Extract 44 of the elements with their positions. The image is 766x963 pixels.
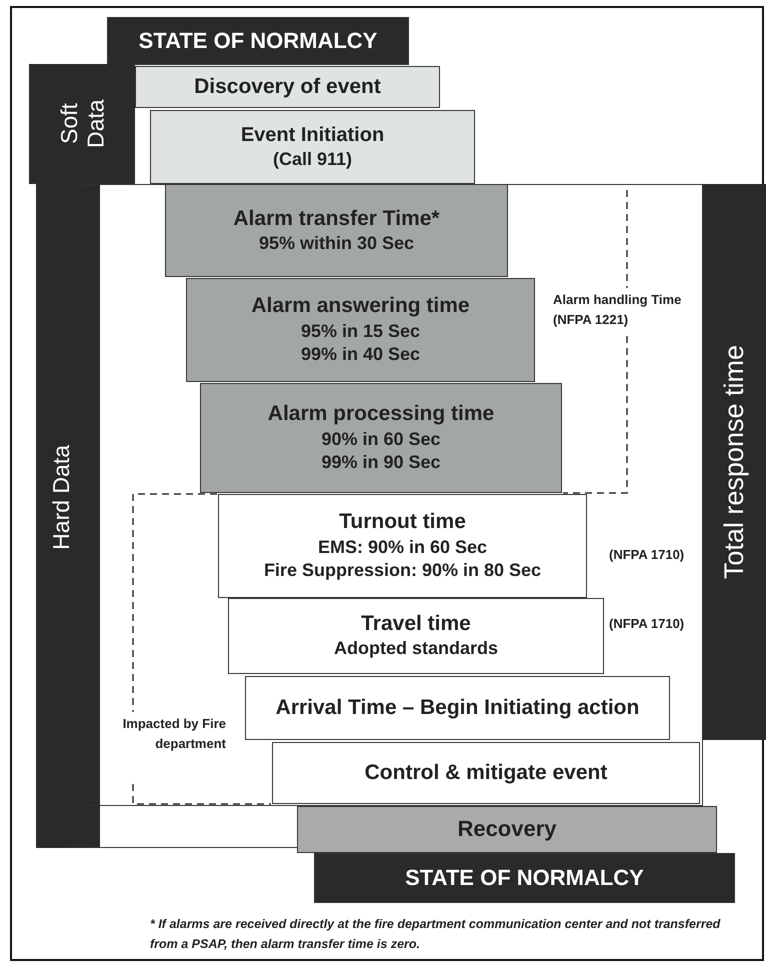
note-label: (NFPA 1710) bbox=[609, 615, 686, 633]
stage-detail: 99% in 90 Sec bbox=[321, 451, 441, 474]
stage-title: Turnout time bbox=[339, 509, 466, 536]
stage-title: Control & mitigate event bbox=[364, 760, 608, 786]
stage-title: Travel time bbox=[361, 611, 471, 638]
side-band bbox=[29, 64, 135, 184]
stage-detail: 90% in 60 Sec bbox=[321, 428, 441, 451]
stage-detail: Adopted standards bbox=[334, 637, 498, 660]
stage-box bbox=[245, 676, 670, 740]
stage-title: Alarm processing time bbox=[268, 401, 494, 428]
stage-detail: 95% in 15 Sec bbox=[300, 320, 420, 343]
stage-detail: Fire Suppression: 90% in 80 Sec bbox=[264, 559, 542, 582]
stage-detail: 95% within 30 Sec bbox=[258, 232, 414, 255]
stage-box bbox=[297, 806, 717, 853]
band-label: Hard Data bbox=[48, 445, 74, 550]
side-band bbox=[703, 184, 766, 740]
stage-box bbox=[186, 278, 535, 382]
title-band bbox=[107, 17, 409, 65]
note-label: Alarm handling Time (NFPA 1221) bbox=[553, 291, 682, 330]
title-band bbox=[314, 853, 735, 903]
stage-title: Recovery bbox=[457, 815, 557, 844]
stage-detail: 99% in 40 Sec bbox=[300, 343, 420, 366]
stage-title: Arrival Time – Begin Initiating action bbox=[276, 694, 640, 721]
stage-box bbox=[228, 598, 604, 674]
band-label: Soft Data bbox=[56, 98, 108, 150]
stage-box bbox=[150, 110, 475, 184]
stage-detail: (Call 911) bbox=[272, 148, 352, 172]
footnote: * If alarms are received directly at the fire department communication center and not transferred from a PSAP, then alarm transfer time is zero. bbox=[150, 916, 722, 953]
stage-box bbox=[165, 184, 508, 276]
data-panel bbox=[36, 184, 703, 806]
note-label: Impacted by Fire department bbox=[122, 715, 226, 754]
stage-box bbox=[218, 494, 587, 598]
stage-title: STATE OF NORMALCY bbox=[405, 864, 644, 892]
stage-title: STATE OF NORMALCY bbox=[138, 26, 378, 55]
stage-title: Alarm transfer Time* bbox=[233, 206, 440, 232]
stage-box bbox=[272, 742, 700, 804]
stage-title: Alarm answering time bbox=[251, 293, 470, 320]
band-label: Total response time bbox=[718, 344, 750, 580]
stage-detail: EMS: 90% in 60 Sec bbox=[318, 536, 488, 559]
stage-box bbox=[200, 382, 562, 492]
stage-box bbox=[135, 66, 440, 108]
stage-title: Event Initiation bbox=[240, 123, 384, 148]
note-label: (NFPA 1710) bbox=[609, 546, 686, 564]
stage-title: Discovery of event bbox=[194, 74, 381, 100]
